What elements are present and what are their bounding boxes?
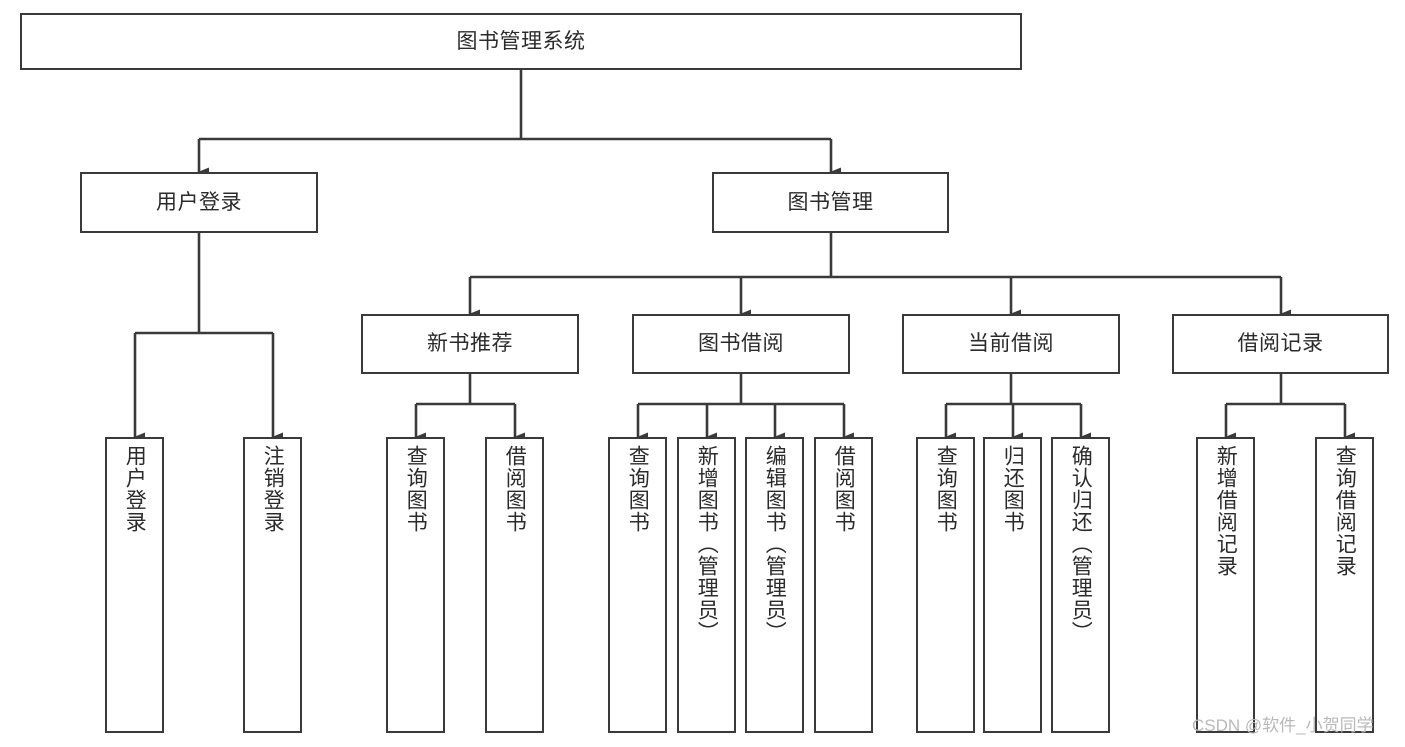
- node-user-login[interactable]: 用户登录: [80, 172, 318, 233]
- node-leaf-return[interactable]: 归还图书: [983, 437, 1042, 733]
- node-label-root: 图书管理系统: [456, 29, 586, 53]
- node-label-leaf-user-login: 用户登录: [123, 445, 147, 533]
- node-label-leaf-edit-book: 编辑图书（管理员）: [763, 445, 787, 643]
- node-label-current-borrow: 当前借阅: [968, 332, 1054, 356]
- node-book-borrow[interactable]: 图书借阅: [632, 314, 850, 374]
- node-label-leaf-query-rec: 查询借阅记录: [1333, 445, 1357, 577]
- node-leaf-borrow-1[interactable]: 借阅图书: [485, 437, 544, 733]
- node-leaf-add-book[interactable]: 新增图书（管理员）: [677, 437, 736, 733]
- node-label-leaf-borrow-2: 借阅图书: [832, 445, 856, 533]
- node-label-leaf-query-2: 查询图书: [626, 445, 650, 533]
- node-label-book-manage: 图书管理: [787, 190, 874, 214]
- node-borrow-record[interactable]: 借阅记录: [1172, 314, 1389, 374]
- node-label-leaf-confirm: 确认归还（管理员）: [1069, 445, 1093, 643]
- node-current-borrow[interactable]: 当前借阅: [902, 314, 1120, 374]
- node-label-book-borrow: 图书借阅: [698, 332, 784, 356]
- node-label-borrow-record: 借阅记录: [1237, 332, 1324, 356]
- node-leaf-confirm[interactable]: 确认归还（管理员）: [1051, 437, 1110, 733]
- node-label-new-book-rec: 新书推荐: [427, 332, 513, 356]
- node-leaf-user-login[interactable]: 用户登录: [105, 437, 164, 733]
- node-leaf-borrow-2[interactable]: 借阅图书: [814, 437, 873, 733]
- node-leaf-add-rec[interactable]: 新增借阅记录: [1196, 437, 1255, 733]
- node-leaf-edit-book[interactable]: 编辑图书（管理员）: [745, 437, 804, 733]
- node-leaf-query-1[interactable]: 查询图书: [386, 437, 445, 733]
- node-label-leaf-logout: 注销登录: [261, 445, 285, 533]
- node-label-leaf-query-1: 查询图书: [404, 445, 428, 533]
- node-label-leaf-borrow-1: 借阅图书: [503, 445, 527, 533]
- node-leaf-query-2[interactable]: 查询图书: [608, 437, 667, 733]
- node-book-manage[interactable]: 图书管理: [712, 172, 949, 233]
- node-label-leaf-add-rec: 新增借阅记录: [1214, 445, 1238, 577]
- node-leaf-logout[interactable]: 注销登录: [243, 437, 302, 733]
- node-root[interactable]: 图书管理系统: [20, 13, 1022, 70]
- node-label-user-login: 用户登录: [156, 190, 242, 214]
- node-new-book-rec[interactable]: 新书推荐: [361, 314, 579, 374]
- node-label-leaf-query-3: 查询图书: [934, 445, 958, 533]
- node-leaf-query-rec[interactable]: 查询借阅记录: [1315, 437, 1374, 733]
- node-leaf-query-3[interactable]: 查询图书: [916, 437, 975, 733]
- node-label-leaf-add-book: 新增图书（管理员）: [695, 445, 719, 643]
- node-label-leaf-return: 归还图书: [1001, 445, 1025, 533]
